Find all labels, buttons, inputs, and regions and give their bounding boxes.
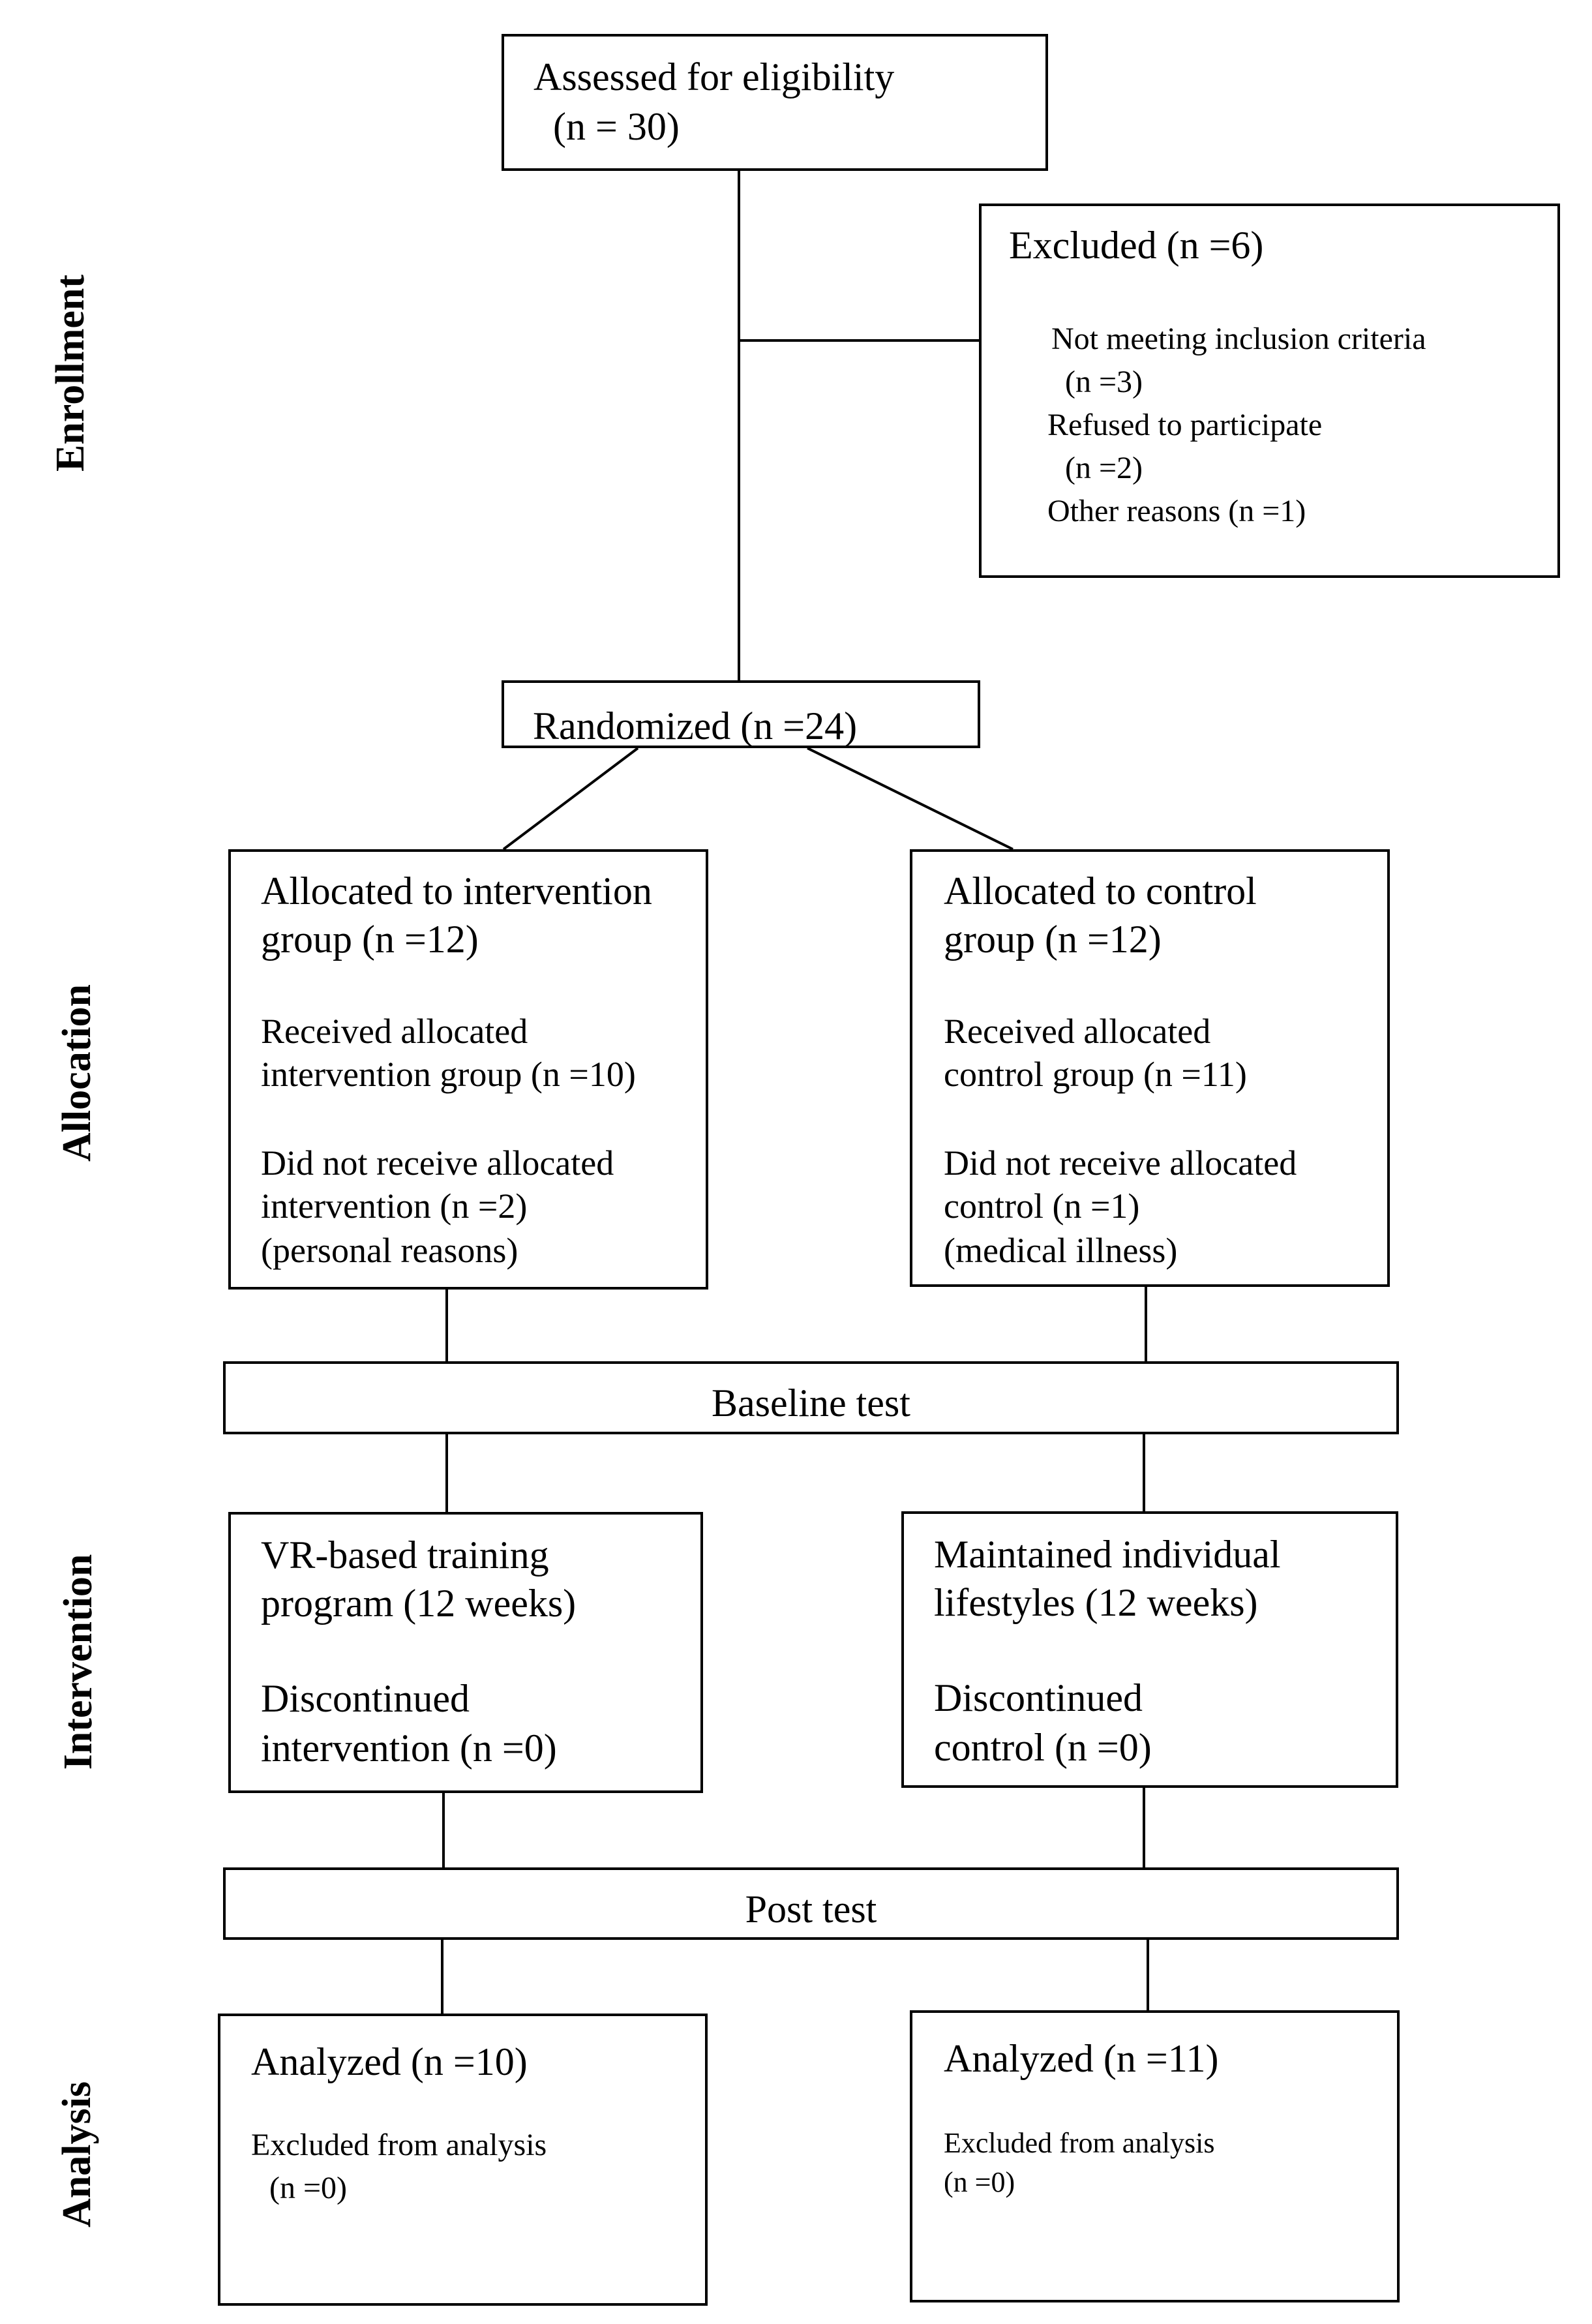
excluded-title: Excluded (n =6) [1009,224,1264,267]
allocation-intervention-line-3: Received allocated [261,1012,528,1051]
intervention-control-box: Maintained individual lifestyles (12 wee… [901,1511,1398,1788]
excluded-reason-1-count: (n =3) [1065,365,1143,399]
analysis-intervention-box: Analyzed (n =10) Excluded from analysis … [218,2014,708,2306]
allocation-intervention-line-6: intervention (n =2) [261,1186,528,1226]
intervention-control-line-1: Maintained individual [934,1533,1281,1576]
analysis-control-box: Analyzed (n =11) Excluded from analysis … [910,2010,1400,2302]
stage-label-allocation: Allocation [55,984,99,1162]
intervention-program-line-4: intervention (n =0) [261,1727,557,1770]
allocation-intervention-box: Allocated to intervention group (n =12) … [228,849,708,1290]
intervention-program-line-1: VR-based training [261,1533,549,1577]
analysis-control-line-2: Excluded from analysis [944,2127,1215,2159]
excluded-reason-1: Not meeting inclusion criteria [1051,322,1426,356]
allocation-intervention-line-5: Did not receive allocated [261,1143,614,1183]
allocation-intervention-line-4: intervention group (n =10) [261,1055,636,1094]
intervention-control-line-3: Discontinued [934,1676,1143,1719]
assessed-box: Assessed for eligibility (n = 30) [502,34,1048,171]
connector-randomized-right [807,747,1014,851]
allocation-control-box: Allocated to control group (n =12) Recei… [910,849,1390,1287]
post-test-label: Post test [745,1888,877,1931]
intervention-program-box: VR-based training program (12 weeks) Dis… [228,1512,703,1793]
allocation-intervention-line-7: (personal reasons) [261,1231,518,1270]
excluded-reason-3: Other reasons (n =1) [1047,494,1306,528]
excluded-reason-2: Refused to participate [1047,408,1323,442]
allocation-intervention-line-1: Allocated to intervention [261,869,652,913]
post-test-box: Post test [223,1867,1399,1940]
assessed-label: Assessed for eligibility [533,55,895,98]
allocation-control-line-2: group (n =12) [944,918,1162,961]
intervention-control-line-2: lifestyles (12 weeks) [934,1581,1258,1624]
allocation-control-line-4: control group (n =11) [944,1055,1247,1094]
allocation-control-line-1: Allocated to control [944,869,1257,913]
intervention-program-line-3: Discontinued [261,1677,470,1720]
analysis-control-line-3: (n =0) [944,2166,1015,2198]
analysis-intervention-line-1: Analyzed (n =10) [251,2040,528,2083]
allocation-control-line-3: Received allocated [944,1012,1211,1051]
intervention-program-line-2: program (12 weeks) [261,1582,577,1625]
allocation-control-line-6: control (n =1) [944,1186,1140,1226]
baseline-test-label: Baseline test [712,1381,910,1425]
analysis-intervention-line-2: Excluded from analysis [251,2128,547,2162]
allocation-intervention-line-2: group (n =12) [261,918,479,961]
analysis-control-line-1: Analyzed (n =11) [944,2037,1219,2080]
intervention-control-line-4: control (n =0) [934,1726,1152,1769]
analysis-intervention-line-3: (n =0) [269,2171,348,2205]
stage-label-enrollment: Enrollment [48,275,93,472]
connector-randomized-left [502,747,639,851]
stage-label-analysis: Analysis [55,2081,99,2227]
assessed-count: (n = 30) [553,105,680,148]
baseline-test-box: Baseline test [223,1361,1399,1434]
stage-label-intervention: Intervention [56,1554,100,1770]
randomized-box: Randomized (n =24) [502,680,980,748]
excluded-reason-2-count: (n =2) [1065,451,1143,485]
excluded-box: Excluded (n =6) Not meeting inclusion cr… [979,204,1560,578]
allocation-control-line-5: Did not receive allocated [944,1143,1297,1183]
allocation-control-line-7: (medical illness) [944,1231,1178,1270]
randomized-label: Randomized (n =24) [533,704,858,747]
